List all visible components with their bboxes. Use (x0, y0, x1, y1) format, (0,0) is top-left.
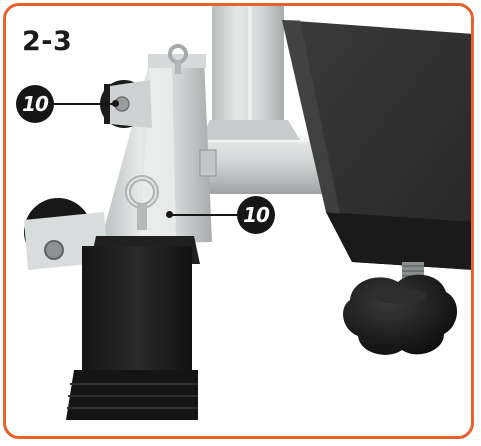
rubber-foot (66, 236, 200, 420)
callout-leader-upper (52, 103, 114, 105)
callout-pointer-lower (166, 211, 173, 218)
star-knob (343, 274, 458, 355)
upper-eyebolt (168, 44, 188, 74)
callout-pointer-upper (112, 100, 119, 107)
callout-badge-lower: 10 (237, 196, 275, 234)
lower-eyebolt (125, 175, 159, 230)
step-number: 2-3 (22, 26, 73, 57)
callout-leader-lower (170, 214, 240, 216)
callout-badge-upper: 10 (16, 85, 54, 123)
